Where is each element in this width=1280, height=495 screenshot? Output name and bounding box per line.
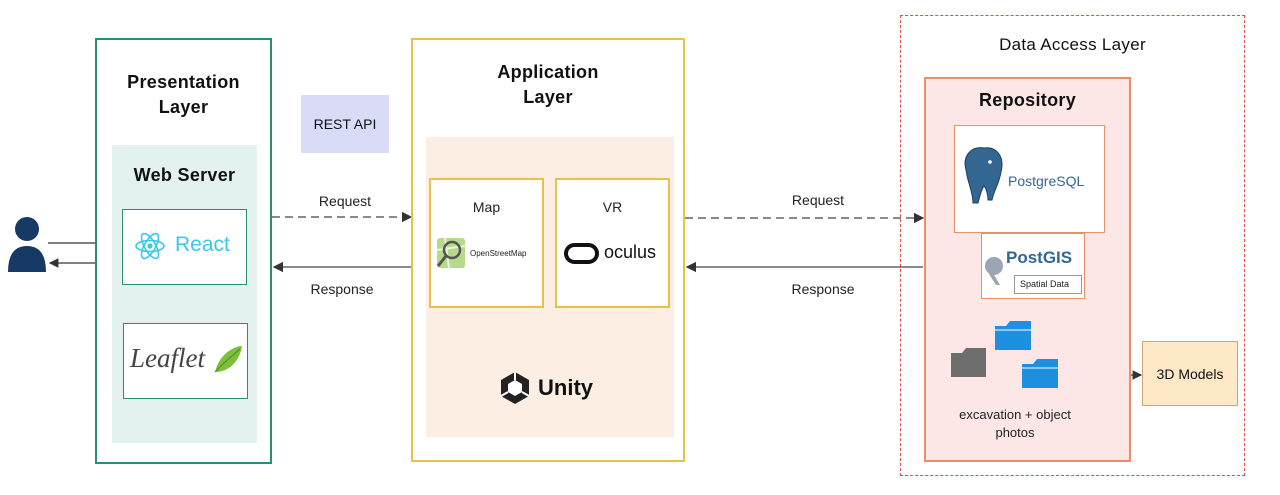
presentation-title-line2: Layer (158, 97, 209, 117)
data-access-layer-box (900, 15, 1245, 476)
web-server-title: Web Server (133, 165, 236, 185)
postgresql-label: PostgreSQL (1008, 173, 1085, 189)
data-access-title: Data Access Layer (999, 35, 1146, 54)
repository-title: Repository (978, 90, 1077, 110)
presentation-title-line1: Presentation (127, 72, 240, 92)
vr-label: VR (602, 199, 623, 215)
left-response-label: Response (310, 281, 374, 297)
photos-caption-line2: photos (995, 425, 1035, 440)
application-title-line2: Layer (523, 87, 573, 107)
folder-blue-top-icon (995, 321, 1031, 350)
right-response-label: Response (791, 281, 855, 297)
application-layer-title: Application Layer (411, 60, 685, 110)
spatial-data-label: Spatial Data (1020, 279, 1070, 289)
photos-caption: excavation + object photos (940, 406, 1090, 442)
rest-api-badge: REST API (301, 95, 389, 153)
postgis-label: PostGIS (1006, 248, 1073, 267)
leaflet-label: Leaflet (130, 343, 205, 373)
oculus-label: oculus (604, 242, 657, 262)
map-label: Map (472, 199, 501, 215)
osm-label: OpenStreetMap (470, 249, 527, 258)
left-request-label: Request (318, 193, 372, 209)
photos-caption-line1: excavation + object (959, 407, 1071, 422)
unity-label: Unity (538, 375, 593, 400)
folder-gray-icon (951, 348, 986, 377)
rest-api-label: REST API (313, 116, 377, 132)
3d-models-label: 3D Models (1156, 366, 1224, 382)
folder-blue-bottom-icon (1022, 359, 1058, 388)
right-request-label: Request (791, 192, 845, 208)
vr-box (555, 178, 670, 308)
react-label: React (175, 233, 230, 256)
application-title-line1: Application (497, 62, 599, 82)
spatial-data-box (1014, 275, 1082, 294)
3d-models-box: 3D Models (1142, 341, 1238, 406)
presentation-layer-title: Presentation Layer (95, 70, 272, 120)
